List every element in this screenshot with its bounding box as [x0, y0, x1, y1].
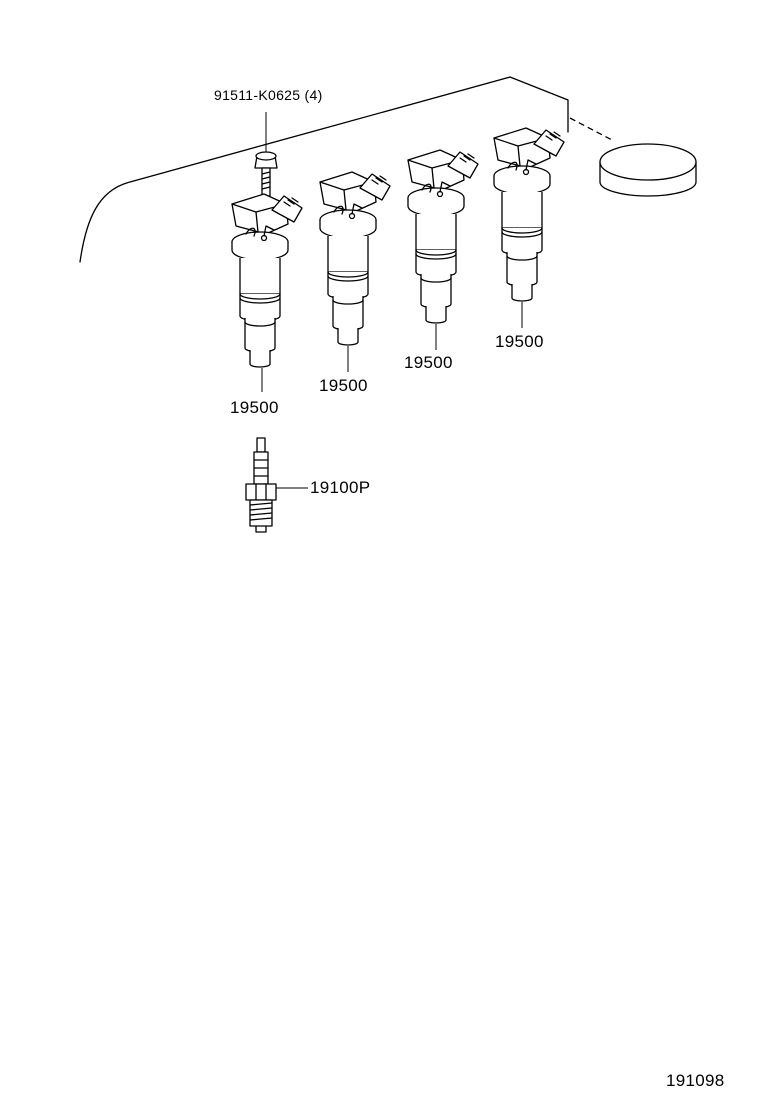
ignition-coil-1 [231, 193, 303, 368]
ignition-coil-4 [493, 127, 565, 302]
bolt-part [254, 112, 278, 197]
coil-1-part-number: 19500 [230, 398, 279, 417]
spark-plug-part-number: 19100P [310, 478, 371, 497]
diagram-code: 191098 [666, 1071, 725, 1090]
ignition-coil-2 [319, 171, 391, 346]
coil-3-part-number: 19500 [404, 353, 453, 372]
spark-plug-part [245, 437, 308, 533]
bolt-part-number: 91511-K0625 (4) [214, 87, 323, 103]
engine-cover-cap [599, 143, 697, 197]
coil-2-part-number: 19500 [319, 376, 368, 395]
coil-4-part-number: 19500 [495, 332, 544, 351]
ignition-coil-3 [407, 149, 479, 324]
leader-dashed [569, 117, 613, 141]
engine-cover-outline [79, 76, 569, 263]
